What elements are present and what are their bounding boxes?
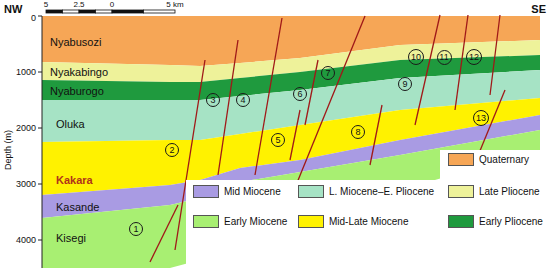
axis-line xyxy=(42,16,43,268)
callout-number: 4 xyxy=(236,93,250,107)
callout-number: 13 xyxy=(473,110,489,126)
callout-number: 8 xyxy=(351,125,365,139)
callout-text: 4 xyxy=(240,96,245,105)
callout-number: 5 xyxy=(271,133,285,147)
callout-text: 5 xyxy=(275,136,280,145)
axis-tick xyxy=(38,184,42,185)
scale-number: 5 xyxy=(44,1,48,9)
legend-swatch xyxy=(448,185,474,198)
formation-name: Kakara xyxy=(56,175,93,186)
axis-tick xyxy=(38,16,42,17)
callout-text: 2 xyxy=(169,146,174,155)
depth-tick-label: 2000 xyxy=(16,124,36,133)
axis-tick xyxy=(38,128,42,129)
callout-number: 3 xyxy=(206,93,220,107)
callout-number: 7 xyxy=(321,66,335,80)
fault-line xyxy=(150,205,178,262)
callout-text: 1 xyxy=(133,225,138,234)
fault-line xyxy=(218,40,238,175)
direction-label: SE xyxy=(531,4,546,15)
formation-name: Kisegi xyxy=(56,233,86,244)
legend-ground xyxy=(186,180,550,269)
scale-segment xyxy=(63,10,80,13)
scale-segment xyxy=(46,10,63,13)
legend-swatch xyxy=(298,185,324,198)
axis-title: Depth (m) xyxy=(4,130,13,170)
scale-segment xyxy=(96,10,113,13)
legend-swatch xyxy=(298,215,324,228)
callout-number: 12 xyxy=(466,49,482,65)
scale-number: 0 xyxy=(110,1,114,9)
callout-text: 10 xyxy=(411,53,421,62)
fault-line xyxy=(370,105,382,165)
depth-tick-label: 0 xyxy=(31,14,36,23)
legend-text: Early Pliocene xyxy=(479,217,543,227)
depth-tick-label: 4000 xyxy=(16,236,36,245)
depth-axis xyxy=(38,16,42,268)
callout-text: 9 xyxy=(402,80,407,89)
legend-text: Quaternary xyxy=(479,155,529,165)
depth-tick-label: 3000 xyxy=(16,180,36,189)
callout-number: 11 xyxy=(437,50,452,65)
scale-segment xyxy=(112,10,144,13)
legend-panel xyxy=(186,150,550,269)
quaternary-layer xyxy=(42,16,540,66)
legend-entry: Mid Miocene xyxy=(193,185,281,198)
callout-number: 1 xyxy=(129,222,143,236)
formation-name: Nyakabingo xyxy=(50,67,108,78)
callout-number: 9 xyxy=(398,77,412,91)
direction-label: NW xyxy=(4,4,22,15)
axis-tick xyxy=(38,240,42,241)
legend-text: L. Miocene–E. Pliocene xyxy=(329,187,434,197)
axis-tick xyxy=(38,72,42,73)
formation-name: Kasande xyxy=(56,202,99,213)
fault-line xyxy=(290,110,300,160)
callout-text: 11 xyxy=(439,53,448,62)
legend-entry: L. Miocene–E. Pliocene xyxy=(298,185,434,198)
legend-ground xyxy=(440,150,550,181)
depth-tick-label: 1000 xyxy=(16,68,36,77)
callout-text: 8 xyxy=(355,128,360,137)
callout-text: 6 xyxy=(297,90,302,99)
callout-text: 12 xyxy=(469,53,479,62)
callout-text: 3 xyxy=(210,96,215,105)
legend-swatch xyxy=(193,215,219,228)
fault-line xyxy=(415,15,440,125)
fault-line xyxy=(290,16,365,200)
scale-number: 2.5 xyxy=(73,1,84,9)
callout-number: 6 xyxy=(293,87,307,101)
scale-segment xyxy=(144,10,176,13)
callout-text: 7 xyxy=(325,69,330,78)
legend-text: Early Miocene xyxy=(224,217,287,227)
fault-line xyxy=(455,15,468,110)
legend-swatch xyxy=(193,185,219,198)
callout-text: 13 xyxy=(476,114,486,123)
legend-text: Late Pliocene xyxy=(479,187,540,197)
legend-swatch xyxy=(448,153,474,166)
formation-name: Oluka xyxy=(56,119,85,130)
fault-line xyxy=(255,18,282,175)
legend-entry: Early Pliocene xyxy=(448,215,543,228)
scale-number: 5 km xyxy=(166,1,183,9)
scale-bar xyxy=(46,10,175,13)
legend-text: Mid Miocene xyxy=(224,187,281,197)
callout-number: 2 xyxy=(165,143,179,157)
legend-swatch xyxy=(448,215,474,228)
formation-name: Nyaburogo xyxy=(50,86,104,97)
fault-line xyxy=(490,15,500,95)
legend-text: Mid-Late Miocene xyxy=(329,217,408,227)
legend-entry: Quaternary xyxy=(448,153,529,166)
legend-entry: Mid-Late Miocene xyxy=(298,215,408,228)
scale-segment xyxy=(79,10,96,13)
legend-entry: Late Pliocene xyxy=(448,185,540,198)
formation-name: Nyabusozi xyxy=(50,37,101,48)
legend-entry: Early Miocene xyxy=(193,215,287,228)
callout-number: 10 xyxy=(408,49,424,65)
